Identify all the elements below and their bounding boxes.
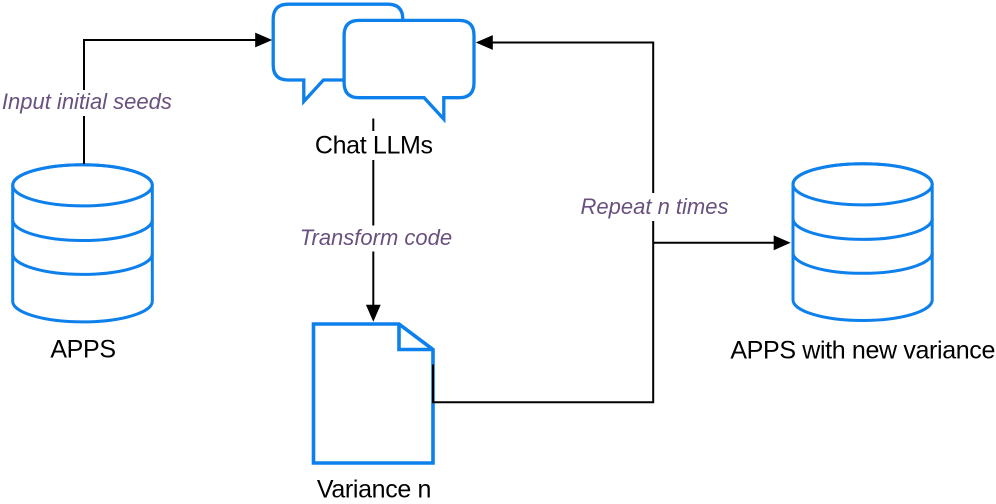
svg-text:APPS: APPS xyxy=(50,336,115,364)
svg-text:Transform code: Transform code xyxy=(300,225,452,250)
svg-text:Chat LLMs: Chat LLMs xyxy=(315,132,433,160)
svg-text:APPS with new variance: APPS with new variance xyxy=(730,337,995,365)
svg-text:Repeat n times: Repeat n times xyxy=(581,194,729,219)
svg-text:Input initial seeds: Input initial seeds xyxy=(2,89,172,114)
svg-text:Variance n: Variance n xyxy=(317,476,431,504)
